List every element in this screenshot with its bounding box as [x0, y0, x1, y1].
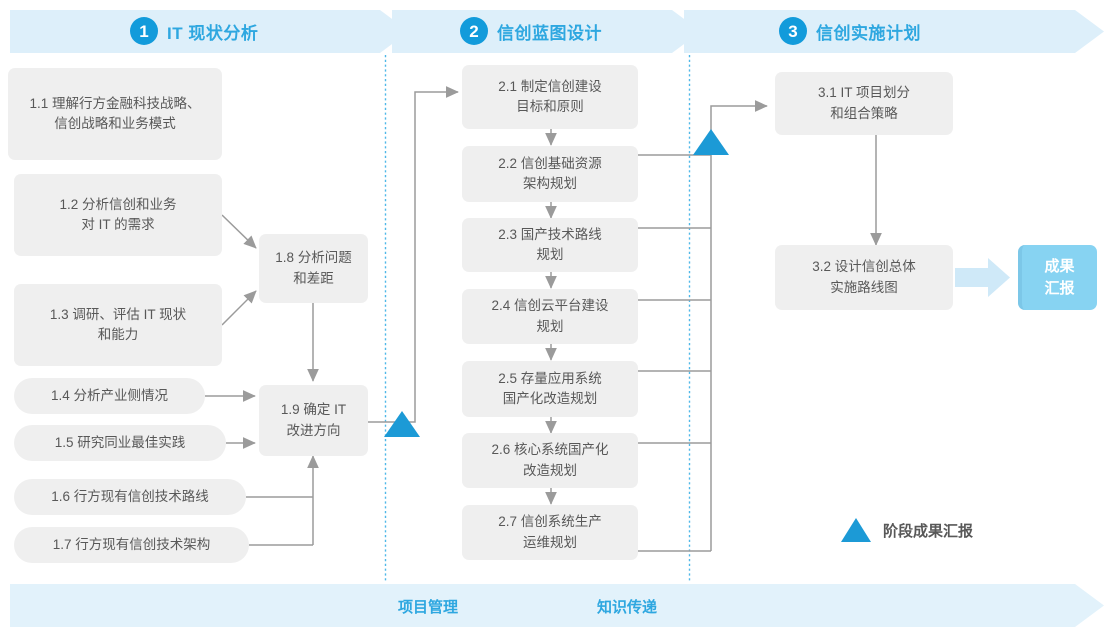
phase-number-2: 2 [460, 17, 488, 45]
phase-banner-bottom [10, 584, 1104, 627]
phase-header-3: 3 信创实施计划 [779, 14, 921, 48]
legend: 阶段成果汇报 [841, 518, 973, 542]
phase-header-2: 2 信创蓝图设计 [460, 14, 602, 48]
task-box-1-1[interactable]: 1.1 理解行方金融科技战略、信创战略和业务模式 [8, 68, 222, 160]
task-box-1-4[interactable]: 1.4 分析产业侧情况 [14, 378, 205, 414]
task-box-3-1[interactable]: 3.1 IT 项目划分和组合策略 [775, 72, 953, 135]
phase-number-3: 3 [779, 17, 807, 45]
triangle-up-icon [841, 518, 871, 542]
phase-number-1: 1 [130, 17, 158, 45]
legend-label: 阶段成果汇报 [883, 522, 974, 540]
task-box-2-7[interactable]: 2.7 信创系统生产运维规划 [462, 505, 638, 560]
task-box-1-7[interactable]: 1.7 行方现有信创技术架构 [14, 527, 249, 563]
task-box-3-2[interactable]: 3.2 设计信创总体实施路线图 [775, 245, 953, 310]
phase-title-1: IT 现状分析 [167, 23, 259, 43]
footer-label-knowledge-transfer: 知识传递 [597, 599, 658, 616]
phase-header-1: 1 IT 现状分析 [130, 14, 258, 48]
result-arrow-icon [955, 258, 1010, 297]
task-box-2-3[interactable]: 2.3 国产技术路线规划 [462, 218, 638, 272]
task-box-2-6[interactable]: 2.6 核心系统国产化改造规划 [462, 433, 638, 488]
task-box-2-1[interactable]: 2.1 制定信创建设目标和原则 [462, 65, 638, 129]
task-box-1-3[interactable]: 1.3 调研、评估 IT 现状和能力 [14, 284, 222, 366]
task-box-1-6[interactable]: 1.6 行方现有信创技术路线 [14, 479, 246, 515]
footer-label-project-management: 项目管理 [398, 599, 459, 616]
task-box-1-5[interactable]: 1.5 研究同业最佳实践 [14, 425, 226, 461]
milestone-triangle-phase2 [693, 129, 729, 155]
task-box-1-8[interactable]: 1.8 分析问题和差距 [259, 234, 368, 303]
milestone-triangle-phase1 [384, 411, 420, 437]
result-report-box[interactable]: 成果汇报 [1018, 245, 1097, 310]
phase-title-2: 信创蓝图设计 [497, 23, 602, 43]
phase-title-3: 信创实施计划 [816, 23, 921, 43]
task-box-2-5[interactable]: 2.5 存量应用系统国产化改造规划 [462, 361, 638, 417]
task-box-1-2[interactable]: 1.2 分析信创和业务对 IT 的需求 [14, 174, 222, 256]
task-box-2-2[interactable]: 2.2 信创基础资源架构规划 [462, 146, 638, 202]
task-box-2-4[interactable]: 2.4 信创云平台建设规划 [462, 289, 638, 344]
